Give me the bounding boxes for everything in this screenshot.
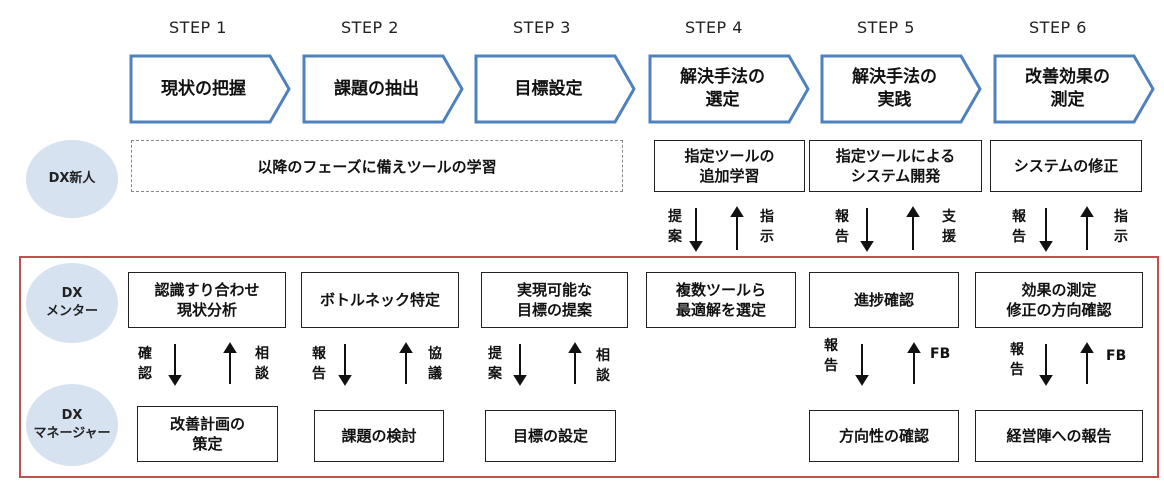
chevron-step-3	[474, 54, 636, 124]
mentor-task-step2: ボトルネック特定	[301, 272, 459, 328]
chevron-step-5	[820, 54, 982, 124]
step-1-label: STEP 1	[169, 18, 227, 37]
newcomer-dashed-task: 以降のフェーズに備えツールの学習	[131, 140, 623, 192]
label-step5-up: 支 援	[942, 209, 956, 246]
label-m-step3-up: 相 談	[596, 348, 610, 385]
mentor-task-step5: 進捗確認	[809, 272, 959, 328]
role-dx-newcomer: DX新人	[26, 140, 118, 218]
step-3-label: STEP 3	[513, 18, 571, 37]
label-step6-up: 指 示	[1114, 209, 1128, 246]
mentor-task-step3: 実現可能な 目標の提案	[481, 272, 628, 328]
chevron-text-step-4: 解決手法の 選定	[680, 67, 765, 110]
label-step4-up: 指 示	[760, 209, 774, 246]
mentor-task-step4: 複数ツールら 最適解を選定	[646, 272, 796, 328]
step-5-label: STEP 5	[857, 18, 915, 37]
label-m-step1-up: 相 談	[255, 346, 269, 383]
chevron-text-step-2: 課題の抽出	[334, 78, 419, 99]
chevron-step-2	[302, 54, 464, 124]
step-4-label: STEP 4	[685, 18, 743, 37]
manager-task-step2: 課題の検討	[314, 410, 444, 462]
label-m-step6-down: 報 告	[1010, 342, 1024, 379]
label-m-step2-down: 報 告	[312, 346, 326, 383]
manager-task-step6: 経営陣への報告	[975, 410, 1143, 462]
role-dx-mentor: DX メンター	[26, 263, 118, 343]
chevron-step-4	[648, 54, 810, 124]
label-step5-down: 報 告	[835, 209, 849, 246]
manager-task-step5: 方向性の確認	[809, 410, 959, 462]
step-6-label: STEP 6	[1029, 18, 1087, 37]
label-m-step2-up: 協 議	[428, 346, 442, 383]
newcomer-task-step6: システムの修正	[990, 140, 1142, 192]
chevron-text-step-1: 現状の把握	[161, 78, 246, 99]
newcomer-task-step5: 指定ツールによる システム開発	[809, 140, 982, 192]
newcomer-task-step4: 指定ツールの 追加学習	[654, 140, 805, 192]
label-m-step5-up: FB	[930, 346, 951, 362]
step-2-label: STEP 2	[341, 18, 399, 37]
chevron-text-step-5: 解決手法の 実践	[852, 67, 937, 110]
manager-task-step3: 目標の設定	[485, 410, 616, 462]
chevron-step-1	[129, 54, 291, 124]
role-dx-manager: DX マネージャー	[26, 384, 118, 466]
mentor-task-step1: 認識すり合わせ 現状分析	[128, 272, 286, 328]
mentor-task-step6: 効果の測定 修正の方向確認	[975, 272, 1143, 328]
chevron-text-step-3: 目標設定	[514, 78, 583, 99]
label-m-step6-up: FB	[1106, 348, 1127, 364]
mentor-manager-frame	[19, 256, 1159, 478]
label-m-step3-down: 提 案	[488, 346, 502, 383]
label-m-step5-down: 報 告	[824, 338, 838, 375]
chevron-step-6	[993, 54, 1155, 124]
label-m-step1-down: 確 認	[138, 346, 152, 383]
chevron-text-step-6: 改善効果の 測定	[1025, 67, 1110, 110]
label-step6-down: 報 告	[1012, 209, 1026, 246]
label-step4-down: 提 案	[668, 209, 682, 246]
manager-task-step1: 改善計画の 策定	[137, 406, 278, 462]
